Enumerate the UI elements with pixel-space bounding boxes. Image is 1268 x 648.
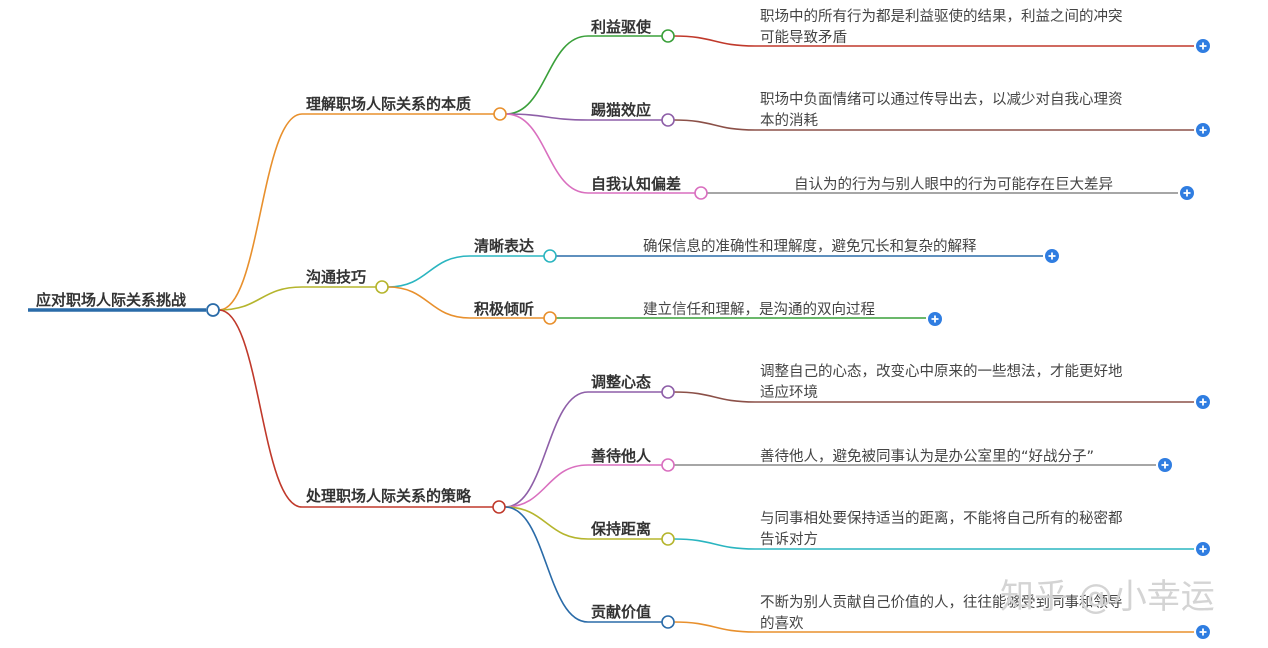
connector-branch-topic [504,506,589,540]
topic-label: 自我认知偏差 [591,175,681,193]
plus-icon-glyph [1199,398,1207,406]
topic-knob[interactable] [661,29,675,43]
root-node[interactable]: 应对职场人际关系挑战 [28,291,220,317]
topic-label: 保持距离 [590,520,651,538]
branch-knob[interactable] [375,280,389,294]
connector-topic-leaf [673,538,756,550]
topic-label: 踢猫效应 [591,101,651,119]
connector-root-branch [218,309,303,508]
topic-knob[interactable] [661,113,675,127]
leaf-text-line: 不断为别人贡献自己价值的人，往往能够受到同事和领导 [760,594,1123,611]
topic-label: 调整心态 [591,373,651,391]
plus-icon-glyph [1183,189,1191,197]
leaf-text-line: 职场中的所有行为都是利益驱使的结果，利益之间的冲突 [760,8,1123,25]
connector-branch-topic [505,35,589,115]
topic-label: 利益驱使 [591,18,652,36]
root-label: 应对职场人际关系挑战 [36,291,186,309]
topic-keep-distance[interactable]: 保持距离 与同事相处要保持适当的距离，不能将自己所有的秘密都 告诉对方 [590,510,1123,548]
expand-plus-icon[interactable] [1045,249,1059,263]
topic-active-listening[interactable]: 积极倾听 建立信任和理解，是沟通的双向过程 [474,300,875,325]
plus-icon-glyph [1199,545,1207,553]
topic-label: 善待他人 [591,447,652,465]
expand-buttons [928,39,1210,639]
leaf-text-line: 建立信任和理解，是沟通的双向过程 [643,301,875,318]
topic-adjust-mindset[interactable]: 调整心态 调整自己的心态，改变心中原来的一些想法，才能更好地 适应环境 [591,363,1123,401]
leaf-text-line: 与同事相处要保持适当的距离，不能将自己所有的秘密都 [760,510,1123,527]
branch-strategies[interactable]: 处理职场人际关系的策略 [305,487,506,514]
branch-label: 理解职场人际关系的本质 [306,95,471,113]
expand-plus-icon[interactable] [1158,458,1172,472]
topic-label: 积极倾听 [474,300,534,318]
leaf-text-line: 职场中负面情绪可以通过传导出去，以减少对自我心理资 [760,91,1123,108]
connector-branch-topic [387,286,471,319]
leaf-text-line: 适应环境 [760,383,818,401]
topic-knob[interactable] [661,458,675,472]
branch-label: 沟通技巧 [306,268,366,286]
topic-label: 清晰表达 [474,237,534,255]
branch-understand-nature[interactable]: 理解职场人际关系的本质 [306,95,507,121]
topic-label: 贡献价值 [591,603,651,621]
topic-self-perception-bias[interactable]: 自我认知偏差 自认为的行为与别人眼中的行为可能存在巨大差异 [591,175,1113,200]
connector-lines [218,35,1194,633]
leaf-text-line: 本的消耗 [760,112,818,129]
connector-branch-topic [505,113,589,194]
topic-contribute-value[interactable]: 贡献价值 不断为别人贡献自己价值的人，往往能够受到同事和领导 的喜欢 [591,594,1123,632]
topic-clear-expression[interactable]: 清晰表达 确保信息的准确性和理解度，避免冗长和复杂的解释 [474,237,977,263]
connector-branch-topic [504,464,589,508]
topic-knob[interactable] [661,385,675,399]
topic-knob[interactable] [543,249,557,263]
leaf-text-line: 确保信息的准确性和理解度，避免冗长和复杂的解释 [643,237,977,255]
connector-root-branch [218,286,303,311]
expand-plus-icon[interactable] [1180,186,1194,200]
topic-knob[interactable] [661,615,675,629]
plus-icon-glyph [1048,252,1056,260]
leaf-text-line: 善待他人，避免被同事认为是办公室里的“好战分子” [760,448,1094,465]
plus-icon-glyph [1199,628,1207,636]
expand-plus-icon[interactable] [1196,625,1210,639]
plus-icon-glyph [931,315,939,323]
expand-plus-icon[interactable] [1196,395,1210,409]
topic-knob[interactable] [543,311,557,325]
branch-label: 处理职场人际关系的策略 [305,487,472,505]
plus-icon-glyph [1199,42,1207,50]
connector-root-branch [218,113,303,311]
leaf-text-line: 告诉对方 [760,531,818,548]
topic-interest-driven[interactable]: 利益驱使 职场中的所有行为都是利益驱使的结果，利益之间的冲突 可能导致矛盾 [591,8,1123,46]
leaf-text-line: 的喜欢 [760,615,804,632]
branch-knob[interactable] [493,107,507,121]
expand-plus-icon[interactable] [1196,39,1210,53]
topic-kick-the-cat[interactable]: 踢猫效应 职场中负面情绪可以通过传导出去，以减少对自我心理资 本的消耗 [591,91,1123,129]
branch-communication-skills[interactable]: 沟通技巧 [306,268,389,294]
connector-branch-topic [504,391,589,508]
branch-knob[interactable] [492,500,506,514]
connector-branch-topic [504,506,589,623]
plus-icon-glyph [1161,461,1169,469]
leaf-text-line: 可能导致矛盾 [760,29,847,46]
connector-branch-topic [505,113,589,121]
topic-knob[interactable] [694,186,708,200]
connector-topic-leaf [673,621,756,633]
topic-knob[interactable] [661,532,675,546]
connector-topic-leaf [673,35,756,47]
watermark: 知乎 @小幸运 [1000,577,1215,617]
connector-topic-leaf [673,119,756,131]
expand-plus-icon[interactable] [1196,542,1210,556]
topic-treat-others-kindly[interactable]: 善待他人 善待他人，避免被同事认为是办公室里的“好战分子” [591,447,1094,472]
plus-icon-glyph [1199,126,1207,134]
root-knob[interactable] [206,303,220,317]
expand-plus-icon[interactable] [1196,123,1210,137]
connector-topic-leaf [673,391,756,403]
leaf-text-line: 自认为的行为与别人眼中的行为可能存在巨大差异 [794,176,1113,193]
expand-plus-icon[interactable] [928,312,942,326]
leaf-text-line: 调整自己的心态，改变心中原来的一些想法，才能更好地 [760,363,1123,380]
connector-branch-topic [387,255,471,288]
